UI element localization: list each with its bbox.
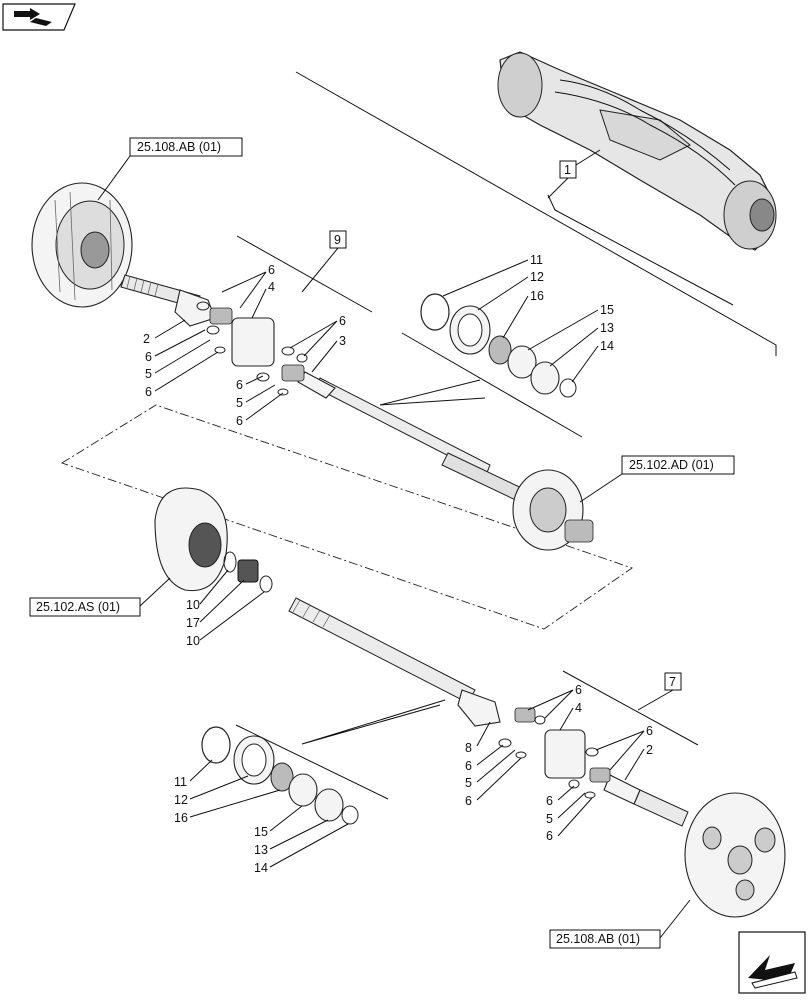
u-joint-bottom — [498, 707, 611, 799]
svg-text:6: 6 — [236, 414, 243, 428]
svg-text:6: 6 — [465, 794, 472, 808]
axle-assembly-illustration — [497, 51, 777, 251]
svg-text:10: 10 — [186, 634, 200, 648]
ref-25-108-ab-top[interactable]: 25.108.AB (01) — [129, 137, 243, 157]
labels-top-seals: 11 12 16 15 13 14 — [530, 253, 614, 353]
svg-text:13: 13 — [254, 843, 268, 857]
svg-text:6: 6 — [646, 724, 653, 738]
svg-text:6: 6 — [465, 759, 472, 773]
svg-text:2: 2 — [143, 332, 150, 346]
svg-text:9: 9 — [334, 233, 341, 247]
svg-text:12: 12 — [530, 270, 544, 284]
svg-text:15: 15 — [254, 825, 268, 839]
svg-text:6: 6 — [546, 829, 553, 843]
bearing-set-mid — [223, 551, 273, 593]
axle-shaft-bottom — [288, 597, 689, 827]
svg-text:6: 6 — [268, 263, 275, 277]
svg-text:16: 16 — [174, 811, 188, 825]
book-arrow-icon[interactable] — [2, 3, 76, 31]
callout-box-9[interactable]: 9 — [329, 230, 347, 249]
svg-text:25.108.AB (01): 25.108.AB (01) — [137, 140, 221, 154]
svg-text:4: 4 — [268, 280, 275, 294]
svg-text:7: 7 — [669, 675, 676, 689]
svg-text:6: 6 — [546, 794, 553, 808]
svg-text:3: 3 — [339, 334, 346, 348]
final-drive-hub-top — [31, 182, 133, 308]
next-page-arrow-icon[interactable] — [738, 931, 806, 994]
svg-text:6: 6 — [339, 314, 346, 328]
svg-text:14: 14 — [254, 861, 268, 875]
axle-shaft-top — [120, 274, 531, 505]
svg-text:2: 2 — [646, 743, 653, 757]
svg-text:11: 11 — [530, 253, 543, 267]
svg-text:5: 5 — [546, 812, 553, 826]
svg-text:25.108.AB (01): 25.108.AB (01) — [556, 932, 640, 946]
svg-text:25.102.AD (01): 25.102.AD (01) — [629, 458, 714, 472]
u-joint-top — [196, 301, 308, 396]
svg-text:13: 13 — [600, 321, 614, 335]
svg-text:14: 14 — [600, 339, 614, 353]
svg-text:8: 8 — [465, 741, 472, 755]
svg-text:4: 4 — [575, 701, 582, 715]
svg-text:5: 5 — [145, 367, 152, 381]
ref-25-102-as[interactable]: 25.102.AS (01) — [29, 597, 141, 617]
svg-text:6: 6 — [575, 683, 582, 697]
svg-text:6: 6 — [145, 350, 152, 364]
svg-text:11: 11 — [174, 775, 187, 789]
seal-set-top — [420, 293, 577, 398]
svg-text:5: 5 — [465, 776, 472, 790]
labels-bottom-seals: 11 12 16 15 13 14 — [174, 775, 268, 875]
svg-text:25.102.AS (01): 25.102.AS (01) — [36, 600, 120, 614]
labels-mid: 10 17 10 — [186, 598, 200, 648]
seal-set-bottom — [201, 726, 359, 825]
svg-text:1: 1 — [564, 163, 571, 177]
callout-box-1[interactable]: 1 — [559, 160, 577, 179]
labels-bottom-joint: 6 4 8 6 5 6 6 2 6 5 6 — [465, 683, 653, 843]
svg-text:10: 10 — [186, 598, 200, 612]
ref-25-108-ab-bottom[interactable]: 25.108.AB (01) — [549, 929, 661, 949]
callout-box-7[interactable]: 7 — [664, 672, 682, 691]
differential — [512, 469, 594, 551]
svg-text:12: 12 — [174, 793, 188, 807]
ref-25-102-ad[interactable]: 25.102.AD (01) — [621, 455, 735, 475]
svg-text:6: 6 — [236, 378, 243, 392]
svg-text:15: 15 — [600, 303, 614, 317]
svg-text:6: 6 — [145, 385, 152, 399]
svg-text:16: 16 — [530, 289, 544, 303]
planetary-hub-mid — [154, 487, 228, 592]
svg-text:17: 17 — [186, 616, 200, 630]
labels-top-left: 6 4 2 6 5 6 6 3 6 5 6 — [143, 263, 346, 428]
svg-text:5: 5 — [236, 396, 243, 410]
final-drive-hub-bottom — [684, 792, 786, 918]
